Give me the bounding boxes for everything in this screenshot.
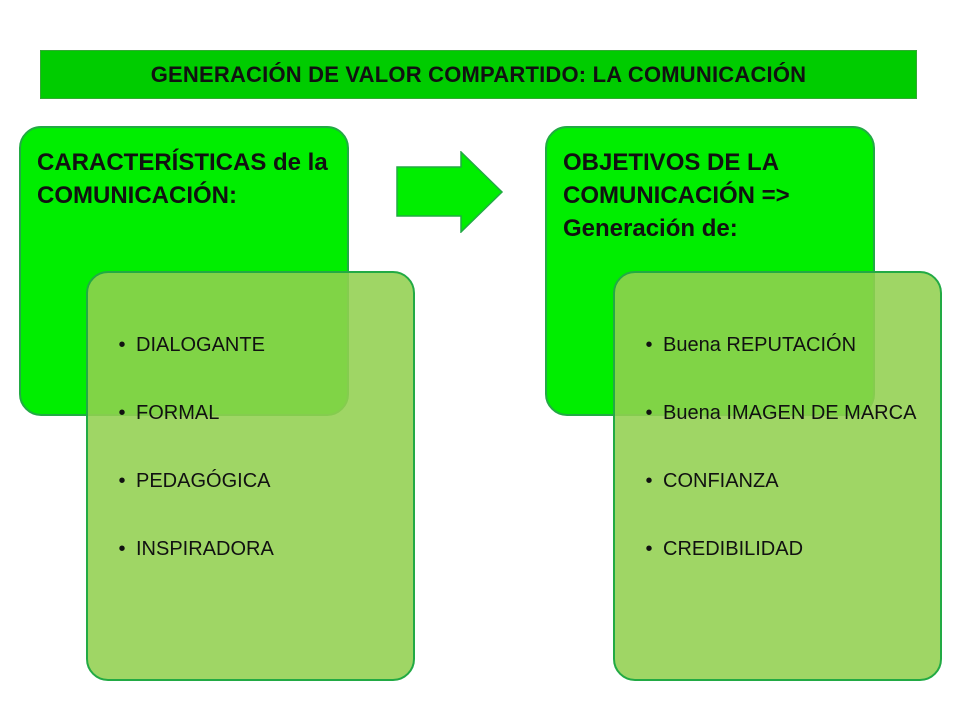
bullet-icon: • <box>118 470 126 492</box>
title-bar: GENERACIÓN DE VALOR COMPARTIDO: LA COMUN… <box>40 50 917 99</box>
bullet-icon: • <box>118 402 126 424</box>
list-item: • INSPIRADORA <box>116 535 406 563</box>
characteristics-list: • DIALOGANTE • FORMAL • PEDAGÓGICA • INSPIRA… <box>116 331 406 603</box>
bullet-icon: • <box>645 402 653 424</box>
list-item: • DIALOGANTE <box>116 331 406 359</box>
list-item: • Buena IMAGEN DE MARCA <box>643 399 933 427</box>
list-item: • CREDIBILIDAD <box>643 535 933 563</box>
list-item-text: DIALOGANTE <box>136 334 265 356</box>
bullet-icon: • <box>645 334 653 356</box>
list-item-text: CONFIANZA <box>663 470 779 492</box>
list-item-text: INSPIRADORA <box>136 538 274 560</box>
bullet-icon: • <box>645 470 653 492</box>
list-item: • PEDAGÓGICA <box>116 467 406 495</box>
characteristics-list-box: • DIALOGANTE • FORMAL • PEDAGÓGICA • INSPIRA… <box>86 271 415 681</box>
characteristics-heading: CARACTERÍSTICAS de la COMUNICACIÓN: <box>37 149 328 209</box>
list-item-text: PEDAGÓGICA <box>136 470 271 492</box>
objectives-list: • Buena REPUTACIÓN • Buena IMAGEN DE MARCA… <box>643 331 933 603</box>
objectives-heading: OBJETIVOS DE LA COMUNICACIÓN => Generaci… <box>563 149 790 242</box>
bullet-icon: • <box>118 334 126 356</box>
list-item-text: FORMAL <box>136 402 220 424</box>
list-item-text: Buena REPUTACIÓN <box>663 334 857 356</box>
list-item: • FORMAL <box>116 399 406 427</box>
objectives-list-box: • Buena REPUTACIÓN • Buena IMAGEN DE MARCA… <box>613 271 942 681</box>
bullet-icon: • <box>645 538 653 560</box>
list-item: • CONFIANZA <box>643 467 933 495</box>
list-item: • Buena REPUTACIÓN <box>643 331 933 359</box>
slide-title: GENERACIÓN DE VALOR COMPARTIDO: LA COMUN… <box>150 61 807 87</box>
list-item-text: Buena IMAGEN DE MARCA <box>663 402 917 424</box>
bullet-icon: • <box>118 538 126 560</box>
right-arrow-icon <box>396 151 504 233</box>
list-item-text: CREDIBILIDAD <box>663 538 804 560</box>
